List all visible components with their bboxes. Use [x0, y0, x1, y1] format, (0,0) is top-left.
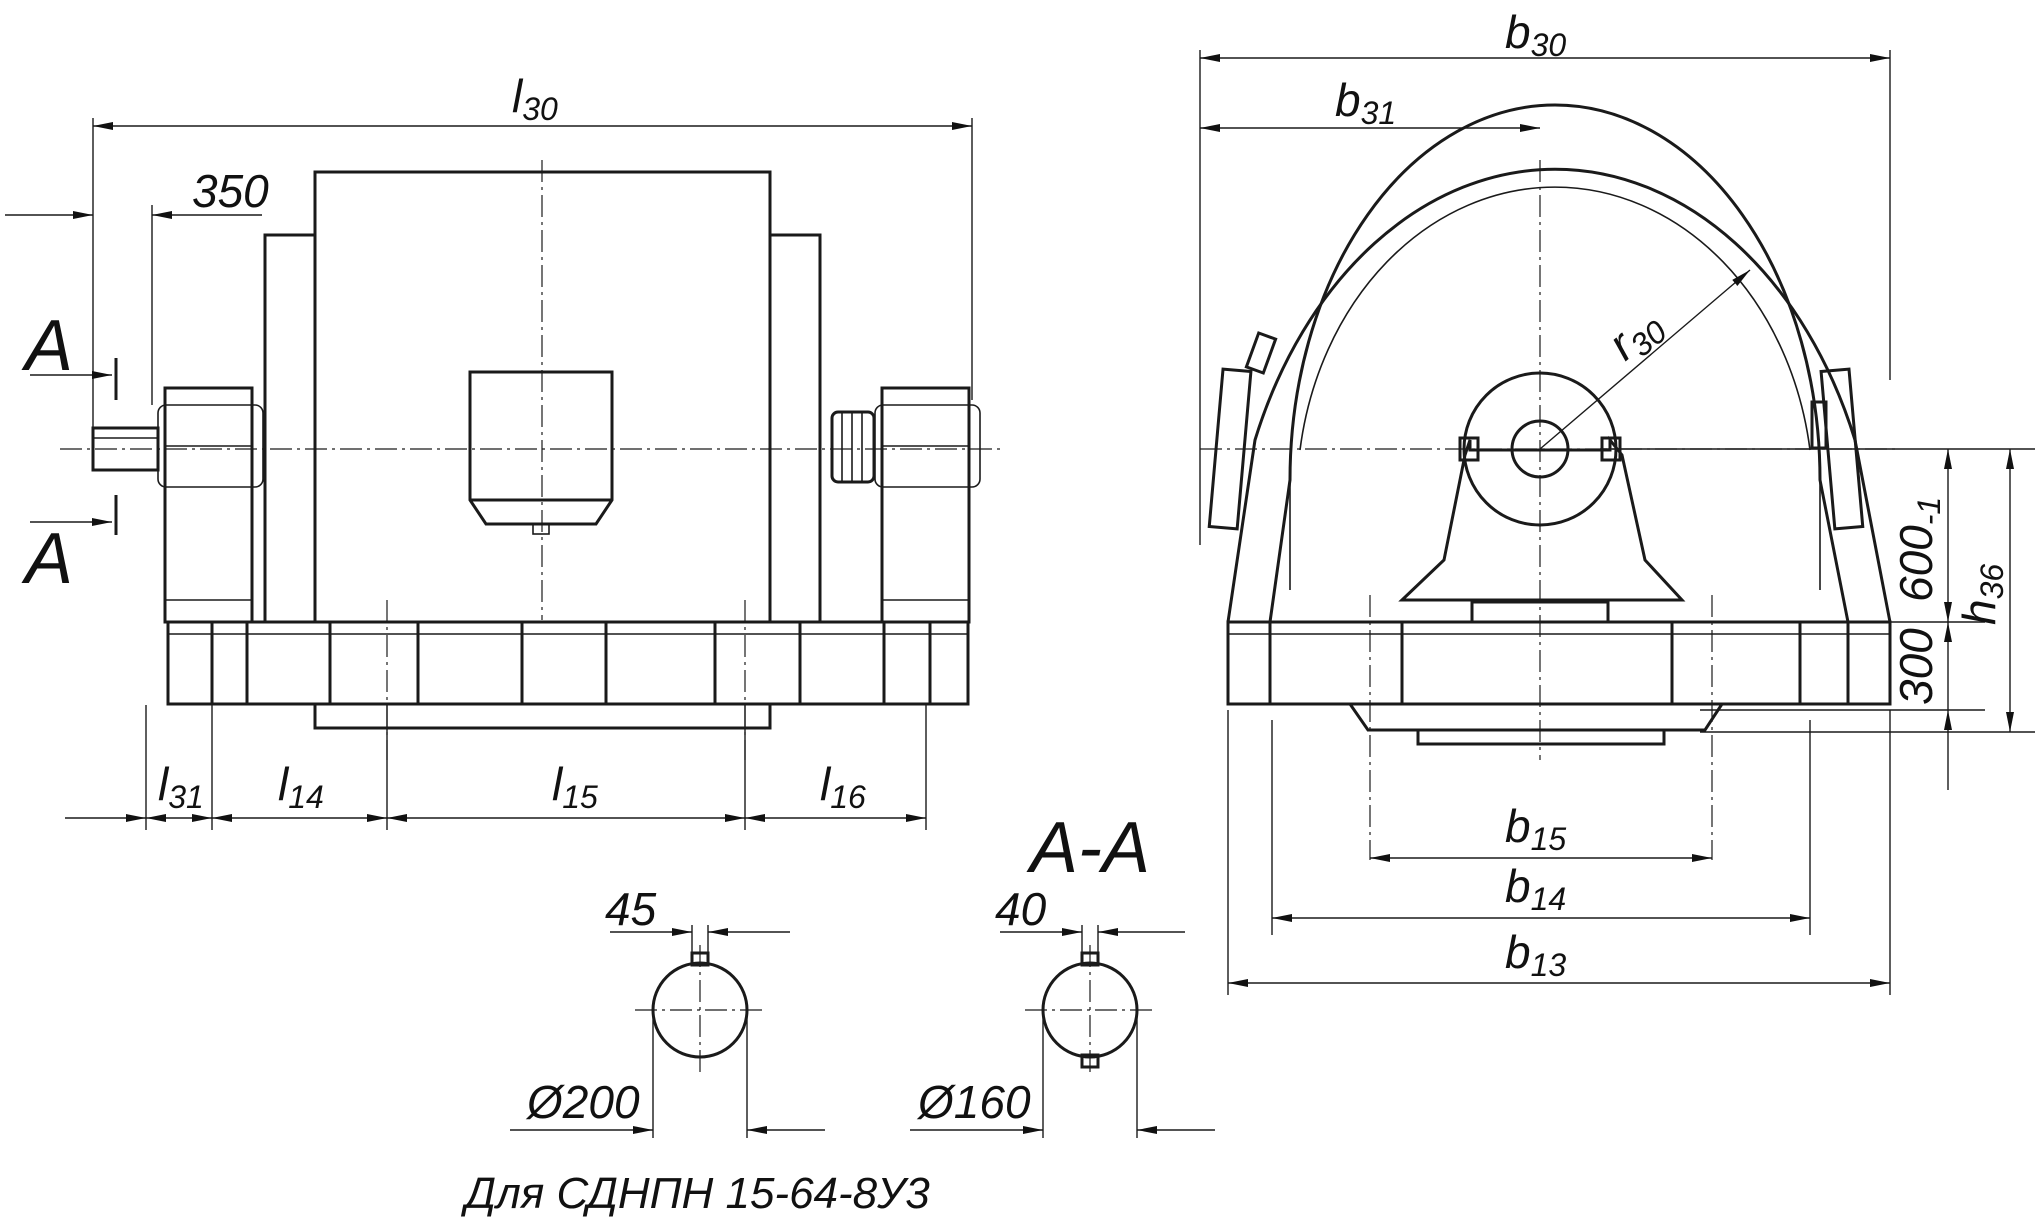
- sections-a-a: A-A 45 Ø200: [460, 808, 1215, 1218]
- caption: Для СДНПН 15-64-8У3: [460, 1169, 930, 1218]
- terminal-box-gland: [532, 523, 550, 535]
- front-view: l30 350 A A l31 l14 l15 l16: [5, 70, 1000, 830]
- dim-r30-label: r30: [1598, 297, 1674, 374]
- arched-housing-outer: [1226, 167, 1892, 623]
- key-width-40: 40: [995, 883, 1047, 935]
- dim-l30-label: l30: [512, 70, 558, 127]
- slip-rings: [830, 410, 876, 484]
- section-right: 40 Ø160: [910, 883, 1215, 1138]
- right-bearing-pedestal: [880, 386, 971, 624]
- bearing-pedestal-side: [1398, 435, 1686, 602]
- dim-b31-label: b31: [1335, 74, 1396, 131]
- dim-300-label: 300: [1890, 628, 1942, 705]
- side-view: r30 b30 b31 600-1 300 h36 b15 b14 b13: [1199, 6, 2035, 995]
- dim-b14-label: b14: [1505, 860, 1566, 917]
- base-foot: [313, 702, 772, 730]
- arched-housing-inner: [1268, 103, 1850, 623]
- section-mark-top: A: [21, 306, 73, 386]
- dim-b13-label: b13: [1505, 926, 1566, 983]
- diameter-200: Ø200: [525, 1076, 640, 1128]
- dim-l14-label: l14: [278, 758, 324, 815]
- dim-l31-label: l31: [158, 758, 204, 815]
- left-end-shield: [263, 233, 317, 624]
- dim-l16-label: l16: [820, 758, 866, 815]
- section-mark-bottom: A: [21, 519, 73, 599]
- terminal-box: [468, 370, 614, 526]
- dim-b30-label: b30: [1505, 6, 1566, 63]
- diameter-160: Ø160: [916, 1076, 1031, 1128]
- dim-350-label: 350: [192, 165, 269, 217]
- section-left: 45 Ø200: [510, 883, 825, 1138]
- dim-l15-label: l15: [552, 758, 598, 815]
- dim-b15-label: b15: [1505, 800, 1566, 857]
- dim-h36-label: h36: [1953, 564, 2010, 625]
- section-title: A-A: [1026, 808, 1150, 888]
- key-width-45: 45: [605, 883, 657, 935]
- left-bearing-pedestal: [163, 386, 254, 624]
- dim-600-label: 600-1: [1890, 497, 1947, 602]
- right-end-shield: [768, 233, 822, 624]
